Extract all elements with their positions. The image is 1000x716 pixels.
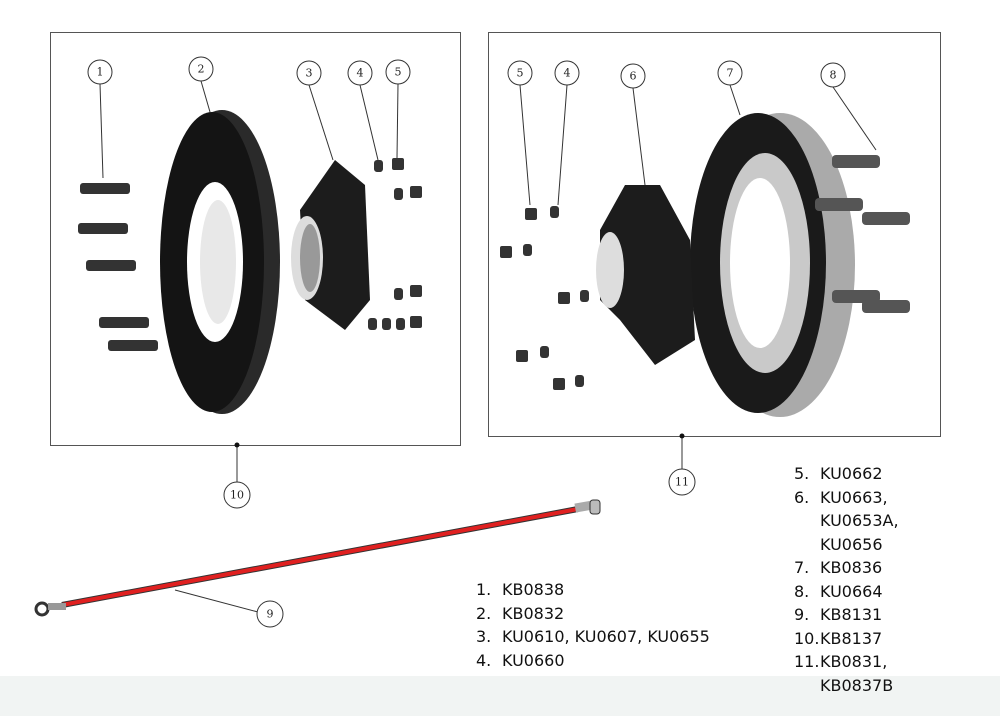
- brake-disc-kb0832: [160, 110, 280, 414]
- callout-8: 8: [830, 69, 837, 82]
- callout-2: 2: [198, 63, 205, 76]
- callout-5-right: 5: [517, 67, 524, 80]
- assembly-11-frame: [488, 32, 941, 437]
- callout-10: 10: [230, 489, 244, 502]
- parts-legend-right: 5.KU0662 6.KU0663, KU0653A, KU0656 7.KB0…: [794, 462, 899, 697]
- legend-item: 8.KU0664: [794, 581, 883, 601]
- legend-item-continued: KB0837B: [820, 675, 894, 695]
- legend-item: 3.KU0610, KU0607, KU0655: [476, 627, 710, 646]
- legend-item: 6.KU0663,: [794, 487, 888, 507]
- callout-5: 5: [395, 66, 402, 79]
- legend-item: 10.KB8137: [794, 628, 883, 648]
- legend-item: 11.KB0831,: [794, 652, 888, 671]
- assembly-10-frame: [50, 32, 461, 446]
- callout-4-right: 4: [564, 67, 571, 80]
- callout-11: 11: [675, 476, 689, 489]
- callout-3: 3: [306, 67, 313, 80]
- pins-ku0664: [815, 155, 910, 313]
- bolts-kb0838: [78, 183, 158, 351]
- hub-carrier-ku0663: [596, 185, 695, 365]
- nuts-ku0660-ku0662: [368, 158, 422, 330]
- legend-item-continued: KU0656: [820, 534, 883, 554]
- callout-6: 6: [630, 70, 637, 83]
- callout-7: 7: [727, 67, 734, 80]
- leader-lines: [99, 80, 877, 613]
- legend-item: 1.KB0838: [476, 580, 565, 599]
- hub-carrier-ku0610: [291, 160, 370, 330]
- callout-4: 4: [357, 67, 364, 80]
- legend-item: 5.KU0662: [794, 464, 883, 483]
- legend-item: 9.KB8131: [794, 605, 883, 624]
- brake-disc-kb0836: [690, 113, 855, 417]
- bottom-band: [0, 676, 1000, 716]
- legend-item: 4.KU0660: [476, 650, 565, 670]
- parts-legend-left: 1.KB0838 2.KB0832 3.KU0610, KU0607, KU06…: [476, 578, 710, 672]
- nuts-right: [500, 206, 589, 390]
- callout-9: 9: [267, 608, 274, 621]
- legend-item-continued: KU0653A,: [820, 511, 899, 530]
- legend-item: 7.KB0836: [794, 558, 883, 577]
- brake-hose-kb8131: [34, 499, 601, 617]
- callout-1: 1: [97, 66, 104, 79]
- legend-item: 2.KB0832: [476, 603, 565, 623]
